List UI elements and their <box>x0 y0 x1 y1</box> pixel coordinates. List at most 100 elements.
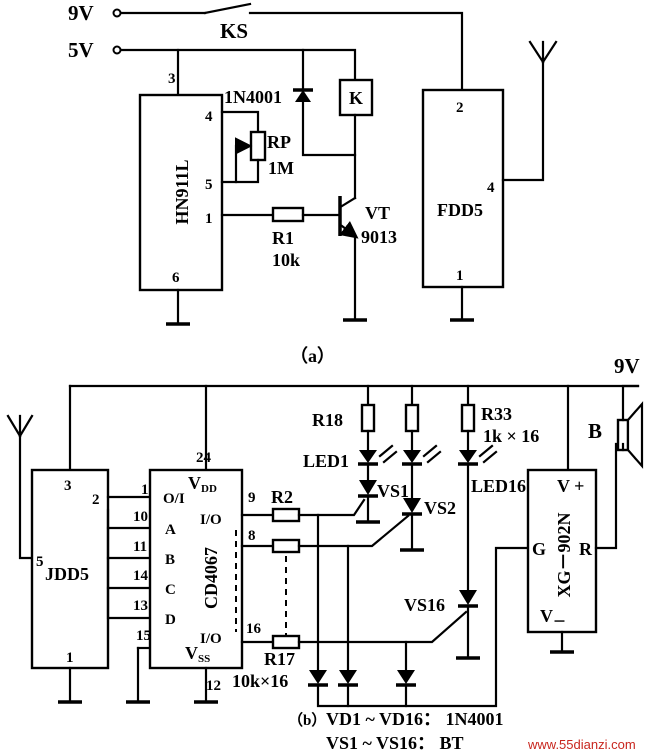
jdd5-pin-3: 3 <box>64 478 72 494</box>
label-xg-r: R <box>579 539 593 559</box>
label-switch-ks: KS <box>220 19 248 43</box>
wire-vd-to-xg <box>316 546 530 708</box>
led-2 <box>402 444 442 466</box>
ic-hn911l <box>138 93 224 292</box>
label-vs2: VS2 <box>424 498 456 518</box>
caption-a: （a） <box>290 346 335 366</box>
wire-5v-rail <box>119 48 357 82</box>
label-rp: RP <box>267 132 291 152</box>
watermark: www.55dianzi.com <box>527 737 636 752</box>
potentiometer-rp <box>249 130 267 162</box>
note-vd: VD1 ~ VD16： 1N4001 <box>326 709 504 729</box>
relay-k <box>338 78 374 117</box>
note-vs: VS1 ~ VS16： BT <box>326 733 464 753</box>
thyristor-vs2 <box>402 498 422 516</box>
antenna-b-icon <box>6 414 34 438</box>
fdd5-pin-1: 1 <box>456 268 464 284</box>
jdd5-pin-1: 1 <box>66 650 74 666</box>
jdd5-pin-10: 10 <box>133 509 148 525</box>
label-vt-value: 9013 <box>361 227 397 247</box>
label-ic-xg902n: XG－902N <box>554 513 574 598</box>
ic-xg902n <box>526 468 598 634</box>
label-r1: R1 <box>272 228 294 248</box>
resistor-r3 <box>271 538 301 554</box>
label-r33: R33 <box>481 404 512 424</box>
led-1 <box>358 444 398 466</box>
label-r33-value: 1k × 16 <box>483 426 539 446</box>
resistor-r18 <box>360 403 376 433</box>
label-r2: R2 <box>271 487 293 507</box>
cd4067-pin-9: 9 <box>248 490 256 506</box>
label-speaker-b: B <box>588 419 602 443</box>
jdd5-pin-14: 14 <box>133 568 149 584</box>
diode-vd2 <box>338 670 358 687</box>
label-cd4067-d: D <box>165 612 176 628</box>
cd4067-pin-1: 1 <box>141 482 149 498</box>
jdd5-pin-11: 11 <box>133 539 147 555</box>
label-cd4067-b: B <box>165 552 175 568</box>
label-ic-fdd5: FDD5 <box>437 200 483 220</box>
fdd5-pin-4: 4 <box>487 180 495 196</box>
label-r1-value: 10k <box>272 250 300 270</box>
led-16 <box>458 444 498 466</box>
label-xg-g: G <box>532 539 546 559</box>
label-led16: LED16 <box>471 476 526 496</box>
resistor-r2 <box>271 507 301 523</box>
diode-1n4001 <box>295 90 311 102</box>
ic-cd4067 <box>148 468 244 670</box>
label-cd4067-io-top: I/O <box>200 512 222 528</box>
diode-vd1 <box>308 670 328 687</box>
jdd5-pin-15: 15 <box>136 628 151 644</box>
label-9v-b: 9V <box>614 354 640 378</box>
hn911l-pin-3: 3 <box>168 71 176 87</box>
resistor-r-mid <box>404 403 420 433</box>
label-relay-k: K <box>349 88 363 108</box>
hn911l-pin-4: 4 <box>205 109 213 125</box>
diode-vd16 <box>396 670 416 687</box>
label-xg-vminus: V－ <box>540 606 566 629</box>
label-ic-hn911l: HN911L <box>172 159 192 224</box>
label-led1: LED1 <box>303 451 349 471</box>
label-ic-jdd5: JDD5 <box>45 564 89 584</box>
thyristor-vs1 <box>358 480 378 498</box>
label-vt: VT <box>365 203 390 223</box>
wire-antenna-a <box>501 60 545 182</box>
hn911l-pin-1: 1 <box>205 211 213 227</box>
caption-b: （b） <box>288 711 326 729</box>
hn911l-pin-6: 6 <box>172 270 180 286</box>
label-xg-vplus: V + <box>557 476 584 496</box>
jdd5-pin-5: 5 <box>36 554 44 570</box>
resistor-r17 <box>271 634 301 650</box>
resistor-r1 <box>271 206 305 223</box>
label-cd4067-oi: O/I <box>163 491 185 507</box>
label-r17-value: 10k×16 <box>232 671 288 691</box>
switch-ks <box>203 2 252 15</box>
thyristor-vs16 <box>458 590 478 608</box>
ic-fdd5 <box>421 88 505 289</box>
label-9v-a: 9V <box>68 1 94 25</box>
label-cd4067-vss: VSS <box>185 643 210 665</box>
hn911l-pin-5: 5 <box>205 177 213 193</box>
label-cd4067-c: C <box>165 582 176 598</box>
fdd5-pin-2: 2 <box>456 100 464 116</box>
label-r17: R17 <box>264 649 295 669</box>
cd4067-pin-24: 24 <box>196 450 212 466</box>
antenna-a-icon <box>528 40 558 64</box>
jdd5-pin-2: 2 <box>92 492 100 508</box>
cd4067-pin-8: 8 <box>248 528 256 544</box>
label-vs16: VS16 <box>404 595 445 615</box>
label-diode-1n4001: 1N4001 <box>224 87 282 107</box>
label-vs1: VS1 <box>377 481 409 501</box>
resistor-r33 <box>460 403 476 433</box>
panel-b: 9V JDD5 3 2 10 11 14 13 5 15 1 1 <box>6 354 644 753</box>
cd4067-pin-12: 12 <box>206 678 221 694</box>
cd4067-pin-16: 16 <box>246 621 262 637</box>
label-cd4067-io-bottom: I/O <box>200 631 222 647</box>
wire-speaker <box>594 442 618 550</box>
wire-9v-to-fdd5 <box>248 11 464 102</box>
jdd5-pin-13: 13 <box>133 598 148 614</box>
terminal-5v-a <box>112 45 122 55</box>
label-5v-a: 5V <box>68 38 94 62</box>
terminal-9v-a <box>112 8 122 18</box>
